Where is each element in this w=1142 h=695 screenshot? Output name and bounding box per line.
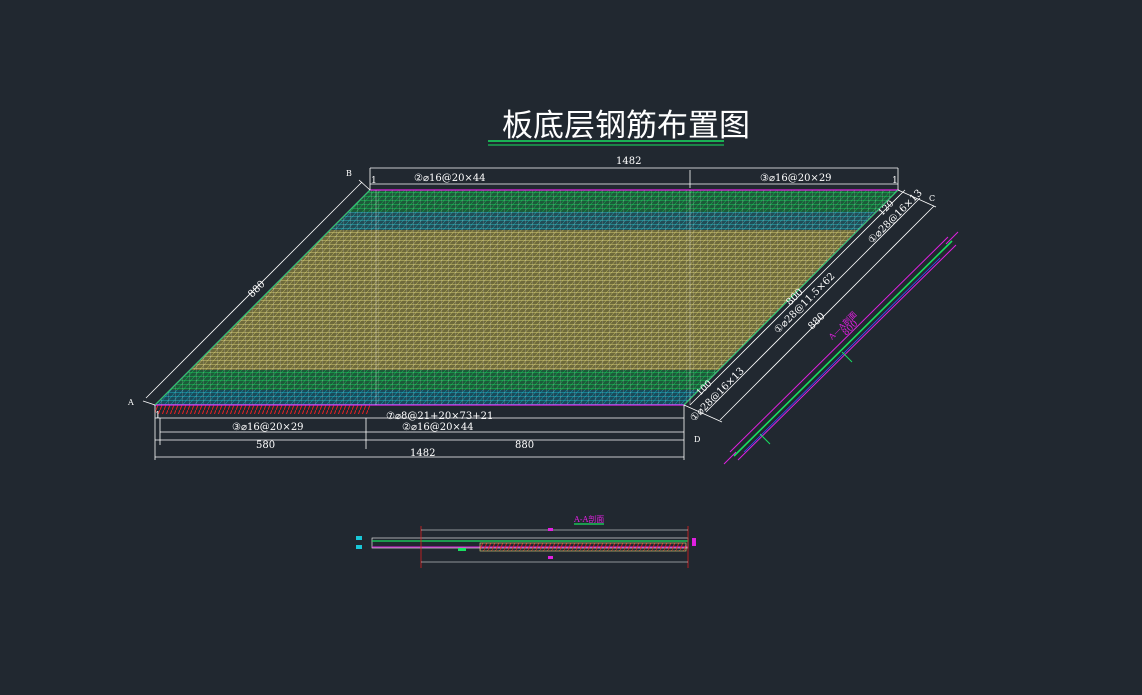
bottom-dimension: [154, 405, 685, 460]
dim-bottom-right: 880: [515, 440, 534, 451]
rebar-top-left: ②⌀16@20×44: [414, 173, 486, 184]
slab-edge-red: [155, 405, 370, 414]
rebar-bottom-left: ③⌀16@20×29: [232, 422, 304, 433]
rebar-bottom-right: ②⌀16@20×44: [402, 422, 474, 433]
slab-right-edge-green: [683, 189, 899, 406]
rebar-bottom-mid: ⑦⌀8@21+20×73+21: [386, 411, 493, 422]
slab-left-edge-green: [154, 189, 371, 406]
bottom-section-label: A-A剖面: [573, 514, 604, 524]
marker-one-top-left: 1: [371, 176, 377, 186]
marker-c: C: [929, 194, 935, 203]
right-dimension: [683, 189, 937, 423]
dim-top-total: 1482: [616, 156, 641, 167]
drawing-title: 板底层钢筋布置图: [502, 108, 750, 144]
marker-d: D: [694, 435, 700, 444]
bottom-section: [356, 523, 696, 568]
marker-one-bottom: 1: [155, 411, 161, 421]
left-dimension: [142, 179, 371, 406]
diagonal-section: [723, 231, 959, 465]
slab-plan: [153, 189, 900, 414]
slab-vertical-rebars: [155, 190, 898, 405]
marker-b: B: [346, 169, 352, 178]
dim-bottom-total: 1482: [410, 448, 435, 459]
top-dimension: [369, 167, 899, 190]
dim-right-side: 880: [806, 311, 827, 332]
rebar-top-right: ③⌀16@20×29: [760, 173, 832, 184]
marker-one-top-right: 1: [892, 176, 898, 186]
marker-a: A: [127, 398, 134, 407]
dim-bottom-left: 580: [256, 440, 275, 451]
